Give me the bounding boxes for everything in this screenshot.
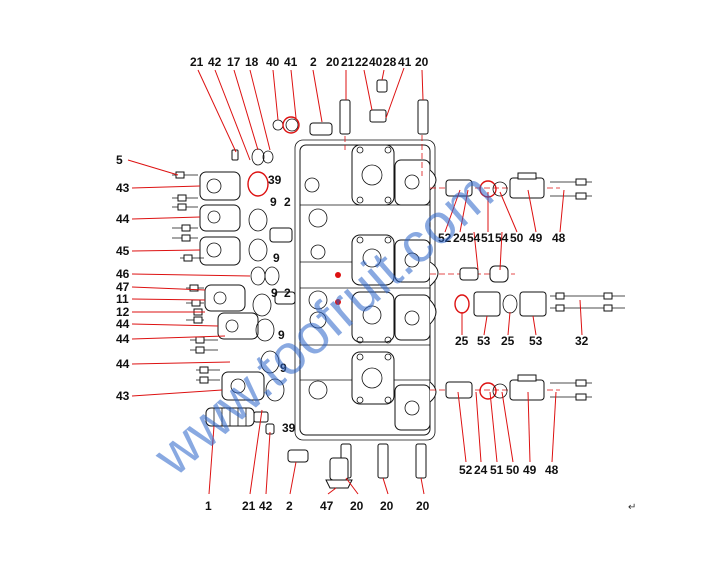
- callout-inner-1: 39: [268, 173, 282, 187]
- callout-right-3: 54: [467, 231, 481, 245]
- callout-right-10: 53: [477, 334, 491, 348]
- callouts-bottom: 1 21 42 2 47 20 20 20: [205, 499, 430, 513]
- callout-top-1: 21: [190, 55, 204, 69]
- callout-inner-4: 9: [273, 251, 280, 265]
- callout-inner-2: 9: [270, 195, 277, 209]
- callout-top-7: 2: [310, 55, 317, 69]
- callout-left-7: 11: [116, 292, 129, 306]
- left-covers: [172, 148, 296, 435]
- callout-bottom-8: 20: [416, 499, 430, 513]
- callout-inner-7: 9: [278, 328, 285, 342]
- callout-bottom-6: 20: [350, 499, 364, 513]
- callout-right-2: 24: [453, 231, 467, 245]
- callout-top-2: 42: [208, 55, 222, 69]
- callout-left-5: 46: [116, 267, 130, 281]
- callout-right-16: 51: [490, 463, 504, 477]
- end-mark: ↵: [628, 502, 636, 513]
- callout-right-19: 48: [545, 463, 559, 477]
- right-parts: [430, 172, 625, 401]
- callout-top-10: 22: [355, 55, 369, 69]
- top-parts: [272, 79, 429, 176]
- callout-bottom-5: 47: [320, 499, 334, 513]
- callout-right-14: 52: [459, 463, 473, 477]
- callout-right-12: 53: [529, 334, 543, 348]
- callout-inner-5: 9: [271, 286, 278, 300]
- callout-right-11: 25: [501, 334, 515, 348]
- callout-top-4: 18: [245, 55, 259, 69]
- callout-right-5: 54: [495, 231, 509, 245]
- bottom-parts: [287, 443, 427, 489]
- callout-left-12: 43: [116, 389, 130, 403]
- callout-right-13: 32: [575, 334, 589, 348]
- callout-top-13: 41: [398, 55, 412, 69]
- callout-left-3: 44: [116, 212, 130, 226]
- callout-bottom-1: 1: [205, 499, 212, 513]
- callout-top-3: 17: [227, 55, 241, 69]
- callout-left-4: 45: [116, 244, 130, 258]
- callout-right-6: 50: [510, 231, 524, 245]
- valve-body: [294, 139, 439, 441]
- callout-top-5: 40: [266, 55, 280, 69]
- callout-bottom-3: 42: [259, 499, 273, 513]
- callout-top-9: 21: [341, 55, 355, 69]
- callout-inner-3: 2: [284, 195, 291, 209]
- callout-top-6: 41: [284, 55, 298, 69]
- callout-bottom-7: 20: [380, 499, 394, 513]
- callout-top-12: 28: [383, 55, 397, 69]
- callouts-right: 52 24 54 51 54 50 49 48 25 53 25 53 32 5…: [438, 231, 589, 477]
- callouts-top: 21 42 17 18 40 41 2 20 21 22 40 28 41 20: [190, 55, 429, 69]
- callout-inner-8: 9: [280, 361, 287, 375]
- callout-right-4: 51: [481, 231, 495, 245]
- callouts-left: 5 43 44 45 46 47 11 12 44 44 44 43: [116, 153, 130, 403]
- callout-left-11: 44: [116, 357, 130, 371]
- callout-right-18: 49: [523, 463, 537, 477]
- callout-top-8: 20: [326, 55, 340, 69]
- callout-right-15: 24: [474, 463, 488, 477]
- callout-left-10: 44: [116, 332, 130, 346]
- callout-left-2: 43: [116, 181, 130, 195]
- callout-left-8: 12: [116, 305, 130, 319]
- callouts-inner: 39 9 2 9 9 2 9 9 39: [268, 173, 296, 435]
- callout-inner-9: 39: [282, 421, 296, 435]
- callout-bottom-4: 2: [286, 499, 293, 513]
- callout-right-7: 49: [529, 231, 543, 245]
- callout-inner-6: 2: [284, 286, 291, 300]
- callout-top-14: 20: [415, 55, 429, 69]
- callout-bottom-2: 21: [242, 499, 256, 513]
- callout-right-17: 50: [506, 463, 520, 477]
- callout-left-9: 44: [116, 317, 130, 331]
- callout-left-6: 47: [116, 280, 130, 294]
- leader-lines: [127, 67, 583, 495]
- callout-left-1: 5: [116, 153, 123, 167]
- callout-top-11: 40: [369, 55, 383, 69]
- callout-right-8: 48: [552, 231, 566, 245]
- callout-right-1: 52: [438, 231, 452, 245]
- callout-right-9: 25: [455, 334, 469, 348]
